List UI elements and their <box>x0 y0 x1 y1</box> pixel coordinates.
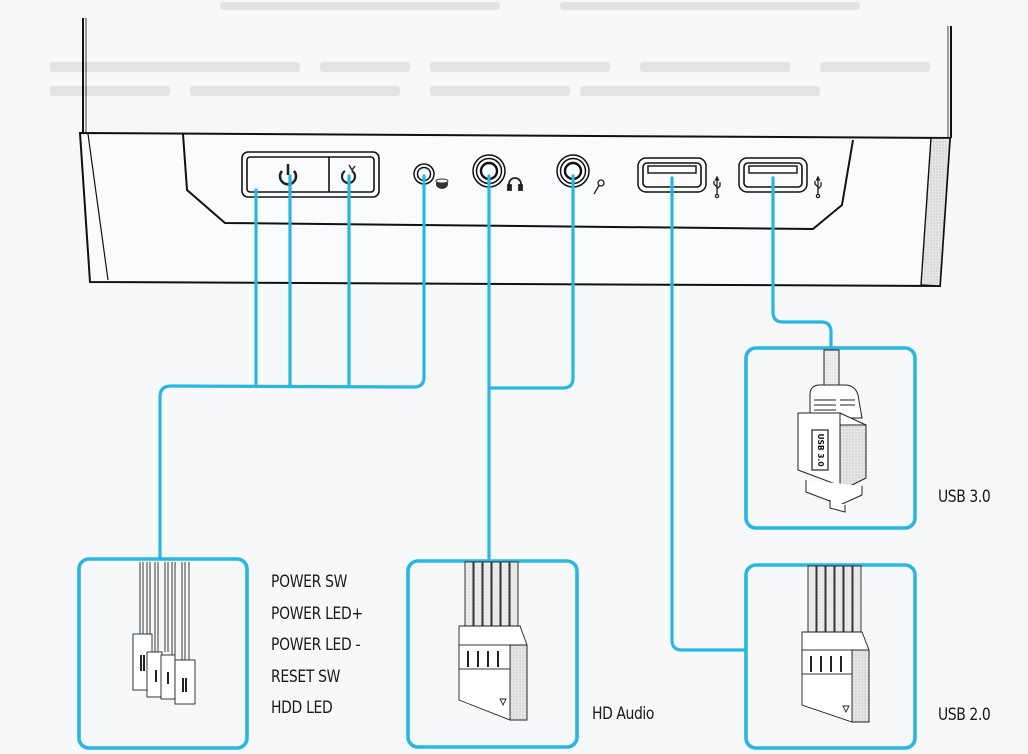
label-power-led-plus: POWER LED+ <box>271 603 363 624</box>
front-panel-connector-box <box>77 557 249 750</box>
hd-audio-label: HD Audio <box>592 704 654 724</box>
label-reset-sw: RESET SW <box>271 666 341 687</box>
front-panel-pin-labels: POWER SW POWER LED+ POWER LED - RESET SW… <box>271 572 383 730</box>
usb3-plug: USB 3.0 <box>797 349 867 513</box>
bleed-through-text <box>50 2 930 96</box>
label-hdd-led: HDD LED <box>271 698 333 718</box>
usb3-plug-label: USB 3.0 <box>816 433 825 466</box>
usb-port-1[interactable] <box>637 157 707 193</box>
power-button[interactable] <box>247 157 329 192</box>
hd-audio-plug <box>458 561 528 721</box>
connector-boxes <box>77 346 917 750</box>
pc-case-front <box>78 18 952 288</box>
usb-port-2[interactable] <box>738 157 808 193</box>
usb-icon <box>814 175 822 199</box>
connection-lines <box>158 174 833 652</box>
usb2-connector-box <box>744 563 917 750</box>
usb-icon <box>713 175 721 199</box>
usb2-label: USB 2.0 <box>938 705 991 725</box>
microphone-icon <box>593 179 605 195</box>
reset-button[interactable] <box>329 157 374 192</box>
microphone-jack[interactable] <box>556 154 590 188</box>
wire-usb3 <box>771 176 833 350</box>
hd-audio-connector-box <box>406 559 579 749</box>
label-power-led-minus: POWER LED - <box>271 635 361 655</box>
wire-hdd-led <box>158 174 426 560</box>
hdd-icon <box>435 178 449 189</box>
power-icon <box>278 164 298 186</box>
wire-usb2 <box>670 176 748 652</box>
usb3-label: USB 3.0 <box>938 487 991 507</box>
headphone-icon <box>507 177 523 191</box>
front-panel-pin-connectors <box>132 562 196 705</box>
label-power-sw: POWER SW <box>271 572 348 592</box>
wire-microphone <box>487 174 575 390</box>
usb3-connector-box <box>744 346 917 530</box>
power-reset-button-group <box>241 151 380 198</box>
usb2-plug <box>801 565 870 723</box>
